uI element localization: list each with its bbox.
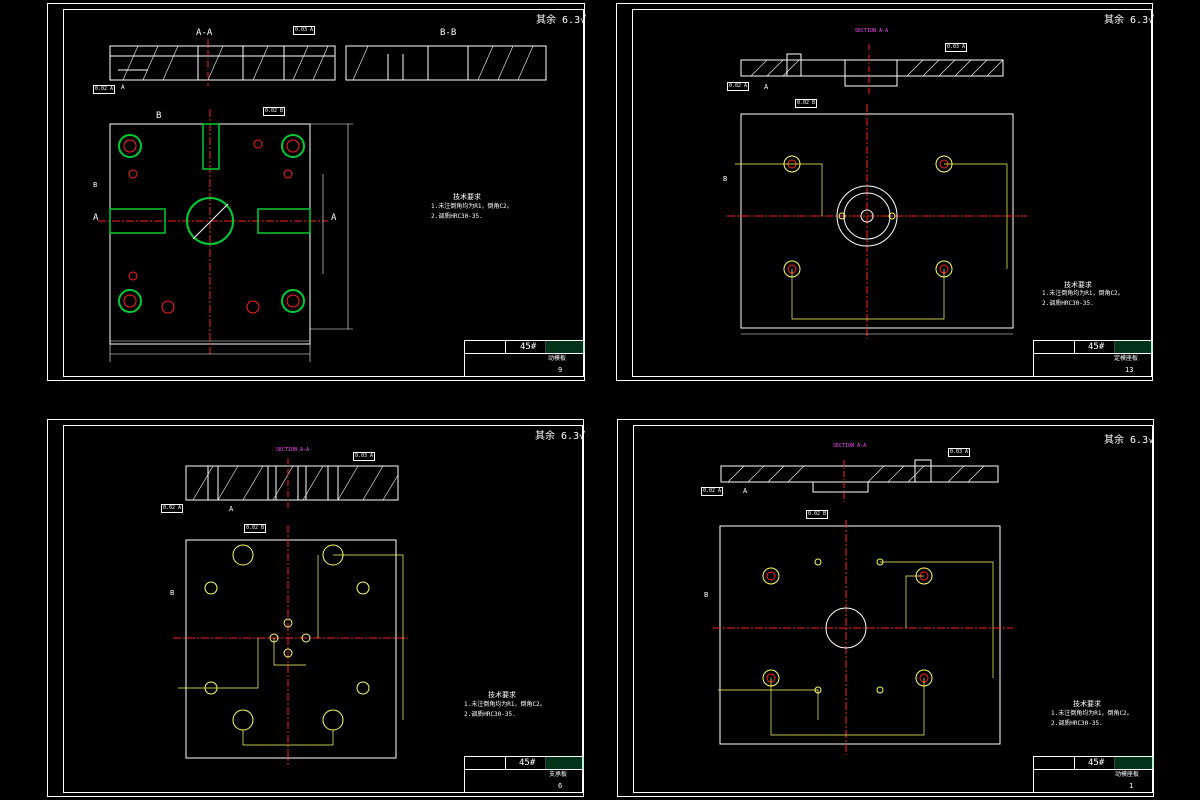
section-label-aa: A-A xyxy=(196,28,213,38)
sheet-2-geometry xyxy=(727,44,1027,339)
drawing-sheet-1[interactable]: A-A B-B B A A A B 0.02 A 0.03 A 0.02 B 其… xyxy=(47,3,587,381)
drawing-frame xyxy=(632,9,1152,377)
sheet-number: 13 xyxy=(1125,366,1134,374)
roughness-note: 其余 6.3√ xyxy=(535,431,586,442)
material-label: 45# xyxy=(1088,758,1105,768)
section-label-bb: B-B xyxy=(440,28,457,38)
view-label-a-right: A xyxy=(331,213,337,223)
view-label-b: B xyxy=(156,111,162,121)
title-block xyxy=(464,756,584,793)
tolerance-frame: 0.02 B xyxy=(244,524,267,533)
sheet-number: 6 xyxy=(558,782,563,790)
title-block xyxy=(1033,756,1154,793)
section-title: SECTION A-A xyxy=(833,443,867,449)
tech-requirements-title: 技术要求 xyxy=(453,193,481,201)
part-name: 定模座板 xyxy=(1114,355,1139,362)
tolerance-frame: 0.02 B xyxy=(263,107,286,116)
sheet-4-geometry xyxy=(713,459,1013,755)
tolerance-frame: 0.02 B xyxy=(806,510,829,519)
tech-requirement-line: 1.未注倒角均为R1，倒角C2。 xyxy=(1042,290,1124,297)
tolerance-frame: 0.03 A xyxy=(945,43,968,52)
tech-requirement-line: 1.未注倒角均为R1，倒角C2。 xyxy=(431,203,513,210)
datum-label-a: A xyxy=(229,505,234,513)
sheet-number: 1 xyxy=(1129,782,1134,790)
part-name: 动模座板 xyxy=(1115,771,1140,778)
section-title: SECTION A-A xyxy=(855,28,889,34)
drawing-frame xyxy=(63,425,583,793)
view-label-a-left: A xyxy=(93,213,99,223)
drawing-sheet-2[interactable]: SECTION A-A A B 0.02 A 0.03 A 0.02 B 其余 … xyxy=(616,3,1155,381)
tolerance-frame: 0.03 A xyxy=(948,448,971,457)
tech-requirement-line: 2.调质HRC30-35. xyxy=(1051,720,1103,727)
tech-requirements-title: 技术要求 xyxy=(1073,700,1101,708)
datum-label-a: A xyxy=(764,83,769,91)
tech-requirements-title: 技术要求 xyxy=(1064,281,1092,289)
part-name: 动模板 xyxy=(548,355,567,362)
tech-requirement-line: 2.调质HRC30-35. xyxy=(464,711,516,718)
tolerance-frame: 0.02 A xyxy=(161,504,184,513)
datum-label-b: B xyxy=(93,181,98,189)
sheet-3-geometry xyxy=(173,458,408,765)
sheet-number: 9 xyxy=(558,366,563,374)
drawing-sheet-3[interactable]: SECTION A-A A B 0.02 A 0.03 A 0.02 B 其余 … xyxy=(47,419,586,797)
title-block xyxy=(1033,340,1153,377)
datum-label-b: B xyxy=(170,589,175,597)
sheet-1-geometry xyxy=(98,39,547,362)
material-label: 45# xyxy=(520,342,537,352)
tech-requirement-line: 2.调质HRC30-35. xyxy=(1042,300,1094,307)
title-block xyxy=(464,340,585,377)
datum-label-b: B xyxy=(704,591,709,599)
roughness-note: 其余 6.3√ xyxy=(1104,435,1155,446)
tolerance-frame: 0.02 A xyxy=(727,82,750,91)
drawing-sheet-4[interactable]: SECTION A-A A B 0.02 A 0.03 A 0.02 B 其余 … xyxy=(617,419,1154,797)
tolerance-frame: 0.03 A xyxy=(353,452,376,461)
material-label: 45# xyxy=(1088,342,1105,352)
tech-requirement-line: 2.调质HRC30-35. xyxy=(431,213,483,220)
section-title: SECTION A-A xyxy=(276,447,310,453)
tolerance-frame: 0.03 A xyxy=(293,26,316,35)
roughness-note: 其余 6.3√ xyxy=(536,15,587,26)
datum-label-b: B xyxy=(723,175,728,183)
drawing-frame xyxy=(633,425,1153,793)
tolerance-frame: 0.02 A xyxy=(93,85,116,94)
datum-label-a: A xyxy=(121,84,125,91)
tolerance-frame: 0.02 A xyxy=(701,487,724,496)
tech-requirement-line: 1.未注倒角均为R1，倒角C2。 xyxy=(464,701,546,708)
roughness-note: 其余 6.3√ xyxy=(1104,15,1155,26)
tech-requirement-line: 1.未注倒角均为R1，倒角C2。 xyxy=(1051,710,1133,717)
part-name: 支承板 xyxy=(549,771,568,778)
tech-requirements-title: 技术要求 xyxy=(488,691,516,699)
tolerance-frame: 0.02 B xyxy=(795,99,818,108)
datum-label-a: A xyxy=(743,487,748,495)
material-label: 45# xyxy=(519,758,536,768)
drawing-frame xyxy=(63,9,584,377)
